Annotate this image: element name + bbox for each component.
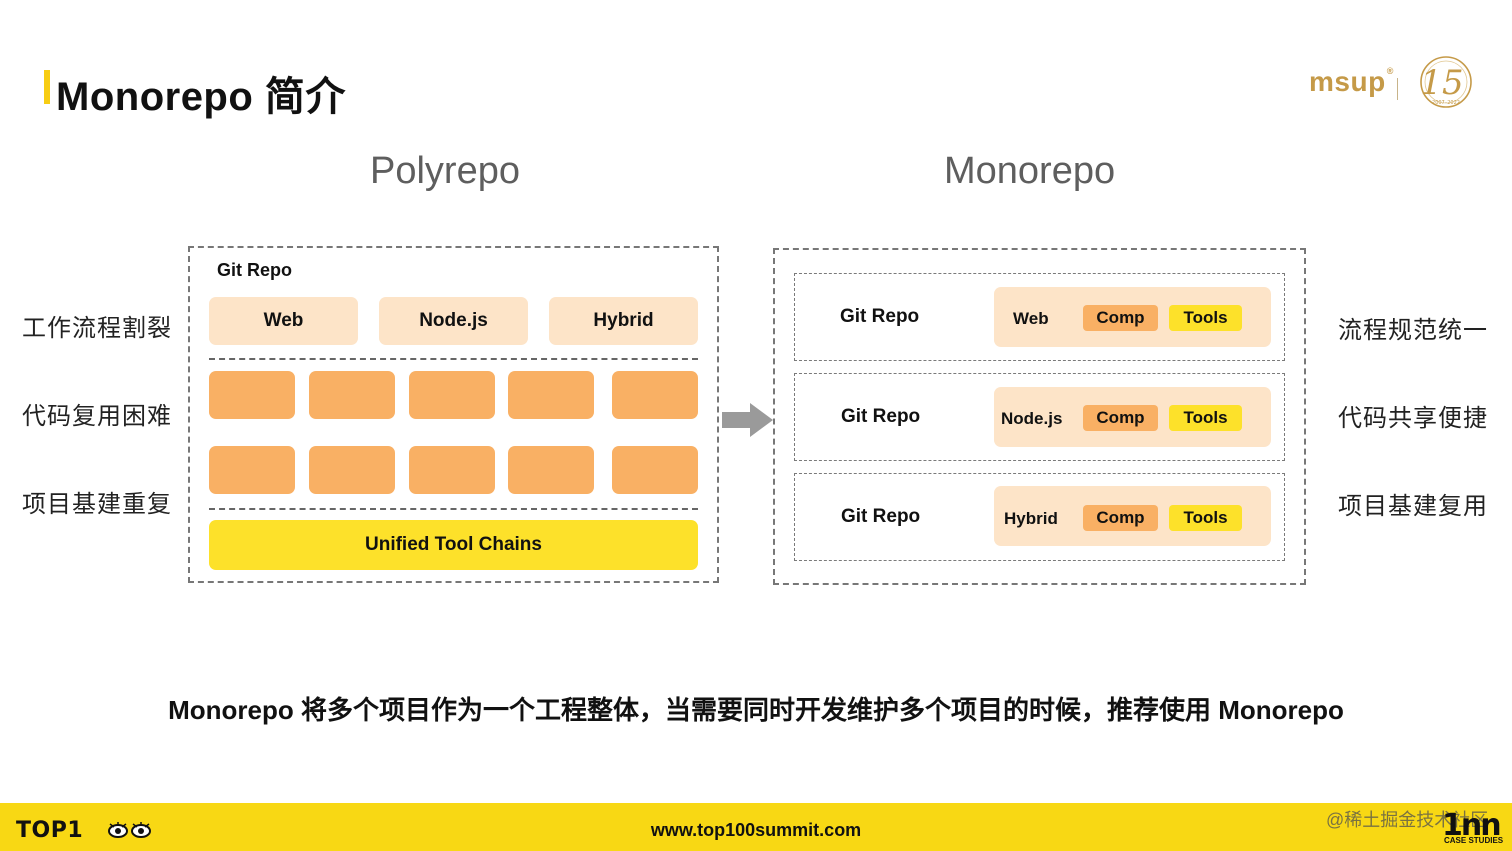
module-block xyxy=(612,446,698,494)
module-block xyxy=(209,446,295,494)
case-studies-logo: 1nn xyxy=(1442,808,1502,843)
msup-logo: msup® xyxy=(1309,66,1394,98)
title-accent-bar xyxy=(44,70,50,104)
project-chip-web: Web xyxy=(209,297,358,345)
module-block xyxy=(309,446,395,494)
module-block xyxy=(409,446,495,494)
juejin-watermark: @稀土掘金技术社区 xyxy=(1326,810,1489,830)
summary-text: Monorepo 将多个项目作为一个工程整体，当需要同时开发维护多个项目的时候，… xyxy=(168,695,1344,725)
comp-chip: Comp xyxy=(1083,405,1158,431)
monorepo-repo-label: Git Repo xyxy=(841,406,921,427)
anniversary-badge-icon: 15 2007–2022 xyxy=(1420,56,1472,108)
repo-project-nodejs: Node.js xyxy=(1001,409,1063,428)
benefit-infra: 项目基建复用 xyxy=(1338,493,1488,520)
logo-divider xyxy=(1397,78,1398,100)
monorepo-repo-label: Git Repo xyxy=(840,306,920,327)
badge-years: 2007–2022 xyxy=(1432,100,1460,106)
pain-point-reuse: 代码复用困难 xyxy=(22,403,172,430)
top100-eyes-icon xyxy=(108,822,151,838)
monorepo-repo-frame xyxy=(794,473,1285,561)
polyrepo-git-repo-label: Git Repo xyxy=(217,260,292,280)
monorepo-frame xyxy=(773,248,1306,585)
repo-project-hybrid: Hybrid xyxy=(1004,509,1058,528)
project-chip-hybrid: Hybrid xyxy=(549,297,698,345)
case-studies-text: CASE STUDIES xyxy=(1444,836,1504,845)
repo-project-web: Web xyxy=(1013,309,1049,328)
top100-logo: TOP1 xyxy=(16,818,84,843)
msup-logo-text: msup xyxy=(1309,66,1386,97)
website-url: www.top100summit.com xyxy=(650,820,862,840)
comp-chip: Comp xyxy=(1083,505,1158,531)
project-chip-nodejs: Node.js xyxy=(379,297,528,345)
module-block xyxy=(612,371,698,419)
badge-number: 15 xyxy=(1420,63,1463,103)
polyrepo-divider-bottom xyxy=(209,508,698,510)
monorepo-repo-frame xyxy=(794,273,1285,361)
monorepo-title: Monorepo xyxy=(944,150,1116,192)
arrow-right-icon xyxy=(722,403,773,437)
registered-mark: ® xyxy=(1386,66,1394,76)
module-block xyxy=(409,371,495,419)
monorepo-repo-label: Git Repo xyxy=(841,506,921,527)
polyrepo-frame xyxy=(188,246,719,583)
page-title: Monorepo 简介 xyxy=(56,75,346,119)
unified-tool-chains: Unified Tool Chains xyxy=(209,520,698,570)
tools-chip: Tools xyxy=(1169,505,1242,531)
benefit-sharing: 代码共享便捷 xyxy=(1338,405,1488,432)
tools-chip: Tools xyxy=(1169,305,1242,331)
benefit-workflow: 流程规范统一 xyxy=(1338,317,1488,344)
module-block xyxy=(209,371,295,419)
monorepo-repo-frame xyxy=(794,373,1285,461)
pain-point-workflow: 工作流程割裂 xyxy=(22,315,172,342)
comp-chip: Comp xyxy=(1083,305,1158,331)
module-block xyxy=(508,371,594,419)
module-block xyxy=(309,371,395,419)
footer-bar xyxy=(0,803,1512,851)
tools-chip: Tools xyxy=(1169,405,1242,431)
module-block xyxy=(508,446,594,494)
pain-point-infra: 项目基建重复 xyxy=(22,491,172,518)
polyrepo-divider-top xyxy=(209,358,698,360)
polyrepo-title: Polyrepo xyxy=(370,150,520,192)
